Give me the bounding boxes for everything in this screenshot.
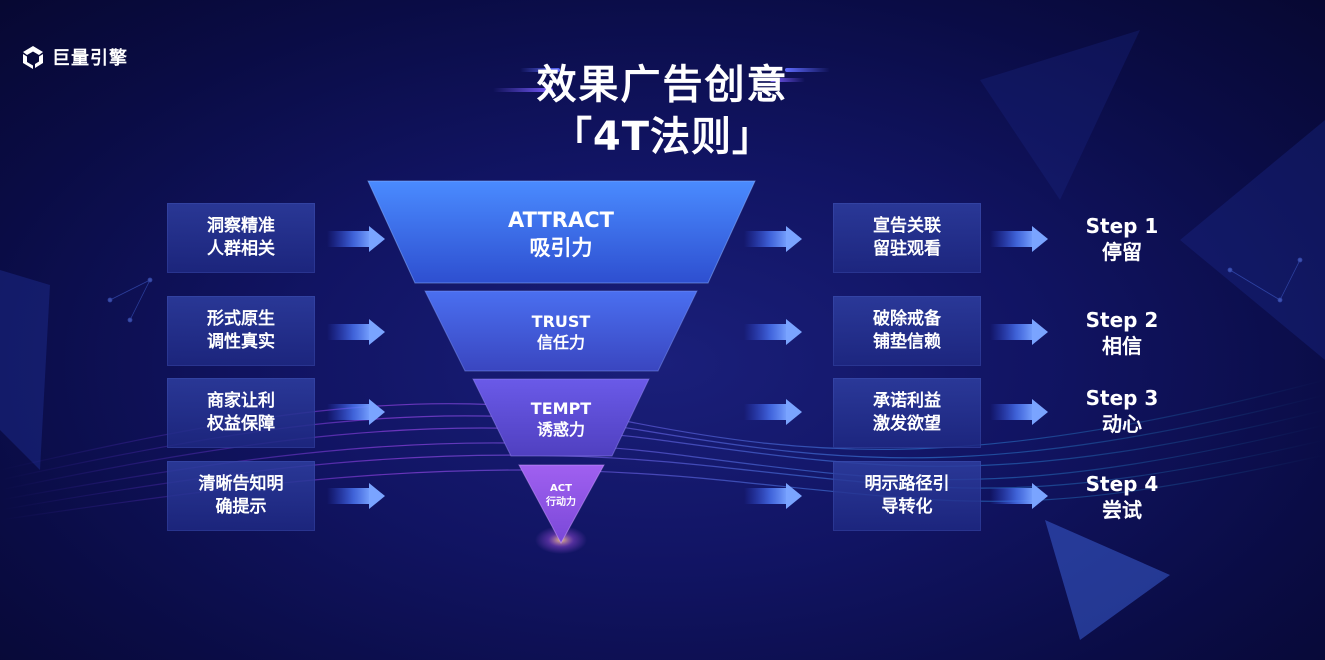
left-box-2: 形式原生 调性真实 (167, 296, 315, 366)
funnel-level-act (518, 464, 605, 545)
left-box-1: 洞察精准 人群相关 (167, 203, 315, 273)
step-3: Step 3 动心 (1062, 385, 1182, 437)
right-box-2: 破除戒备 铺垫信赖 (833, 296, 981, 366)
right-box-2-line1: 破除戒备 (873, 309, 941, 329)
step-1-name: 停留 (1102, 240, 1142, 264)
right-arrow-icon (744, 399, 802, 425)
brand-name: 巨量引擎 (52, 48, 128, 69)
step-4: Step 4 尝试 (1062, 471, 1182, 523)
right-arrow-icon (744, 319, 802, 345)
step-3-label: Step 3 (1085, 386, 1159, 410)
funnel-label-trust-en: TRUST (531, 312, 591, 331)
funnel-label-attract-en: ATTRACT (508, 208, 614, 232)
page-title: 效果广告创意 (536, 62, 789, 108)
step-4-label: Step 4 (1085, 472, 1159, 496)
right-arrow-icon (327, 399, 385, 425)
funnel-label-act-cn: 行动力 (546, 497, 576, 508)
right-arrow-icon (744, 226, 802, 252)
step-1: Step 1 停留 (1062, 213, 1182, 265)
step-4-name: 尝试 (1102, 498, 1142, 522)
funnel-label-tempt-en: TEMPT (530, 399, 592, 418)
right-arrow-icon (327, 319, 385, 345)
step-2: Step 2 相信 (1062, 307, 1182, 359)
step-1-label: Step 1 (1085, 214, 1159, 238)
funnel-label-tempt: TEMPT 诱惑力 (491, 398, 631, 440)
right-box-4-line1: 明示路径引 (864, 474, 950, 494)
right-arrow-icon (327, 226, 385, 252)
page-subtitle: 「4T法则」 (551, 114, 774, 160)
left-box-4-line1: 清晰告知明 (198, 474, 284, 494)
left-box-3-line2: 权益保障 (207, 414, 275, 434)
right-box-1: 宣告关联 留驻观看 (833, 203, 981, 273)
left-box-2-line1: 形式原生 (207, 309, 275, 329)
left-box-3-line1: 商家让利 (207, 391, 275, 411)
right-arrow-icon (327, 483, 385, 509)
funnel-label-attract: ATTRACT 吸引力 (461, 206, 661, 262)
funnel-level-trust (424, 290, 698, 372)
left-box-4: 清晰告知明 确提示 (167, 461, 315, 531)
left-box-4-line2: 确提示 (215, 497, 267, 517)
funnel-label-act: ACT 行动力 (521, 482, 601, 510)
title-accent-bar-left-2 (520, 68, 560, 72)
left-box-3: 商家让利 权益保障 (167, 378, 315, 448)
right-arrow-icon (990, 483, 1048, 509)
right-box-1-line1: 宣告关联 (873, 216, 941, 236)
right-arrow-icon (990, 319, 1048, 345)
title-accent-bar-right (785, 68, 830, 72)
juliang-logo-icon (23, 46, 43, 69)
funnel-label-trust-cn: 信任力 (536, 333, 585, 352)
brand-logo: 巨量引擎 (20, 44, 128, 70)
funnel-label-act-en: ACT (550, 483, 572, 494)
step-3-name: 动心 (1102, 412, 1142, 436)
right-box-4: 明示路径引 导转化 (833, 461, 981, 531)
right-arrow-icon (744, 483, 802, 509)
left-box-2-line2: 调性真实 (207, 332, 275, 352)
funnel-label-attract-cn: 吸引力 (529, 236, 593, 260)
right-box-1-line2: 留驻观看 (873, 239, 941, 259)
right-arrow-icon (990, 226, 1048, 252)
left-box-1-line1: 洞察精准 (207, 216, 275, 236)
step-2-label: Step 2 (1085, 308, 1159, 332)
left-box-1-line2: 人群相关 (207, 239, 275, 259)
funnel-label-trust: TRUST 信任力 (481, 311, 641, 353)
funnel-level-tempt (472, 378, 650, 457)
right-box-3-line1: 承诺利益 (873, 391, 941, 411)
title-accent-bar-right-2 (770, 78, 805, 82)
right-box-4-line2: 导转化 (881, 497, 933, 517)
step-2-name: 相信 (1102, 334, 1142, 358)
funnel-label-tempt-cn: 诱惑力 (536, 420, 585, 439)
right-box-2-line2: 铺垫信赖 (873, 332, 941, 352)
right-arrow-icon (990, 399, 1048, 425)
right-box-3-line2: 激发欲望 (873, 414, 941, 434)
title-accent-bar-left (493, 88, 553, 92)
funnel-level-attract (367, 180, 756, 284)
right-box-3: 承诺利益 激发欲望 (833, 378, 981, 448)
